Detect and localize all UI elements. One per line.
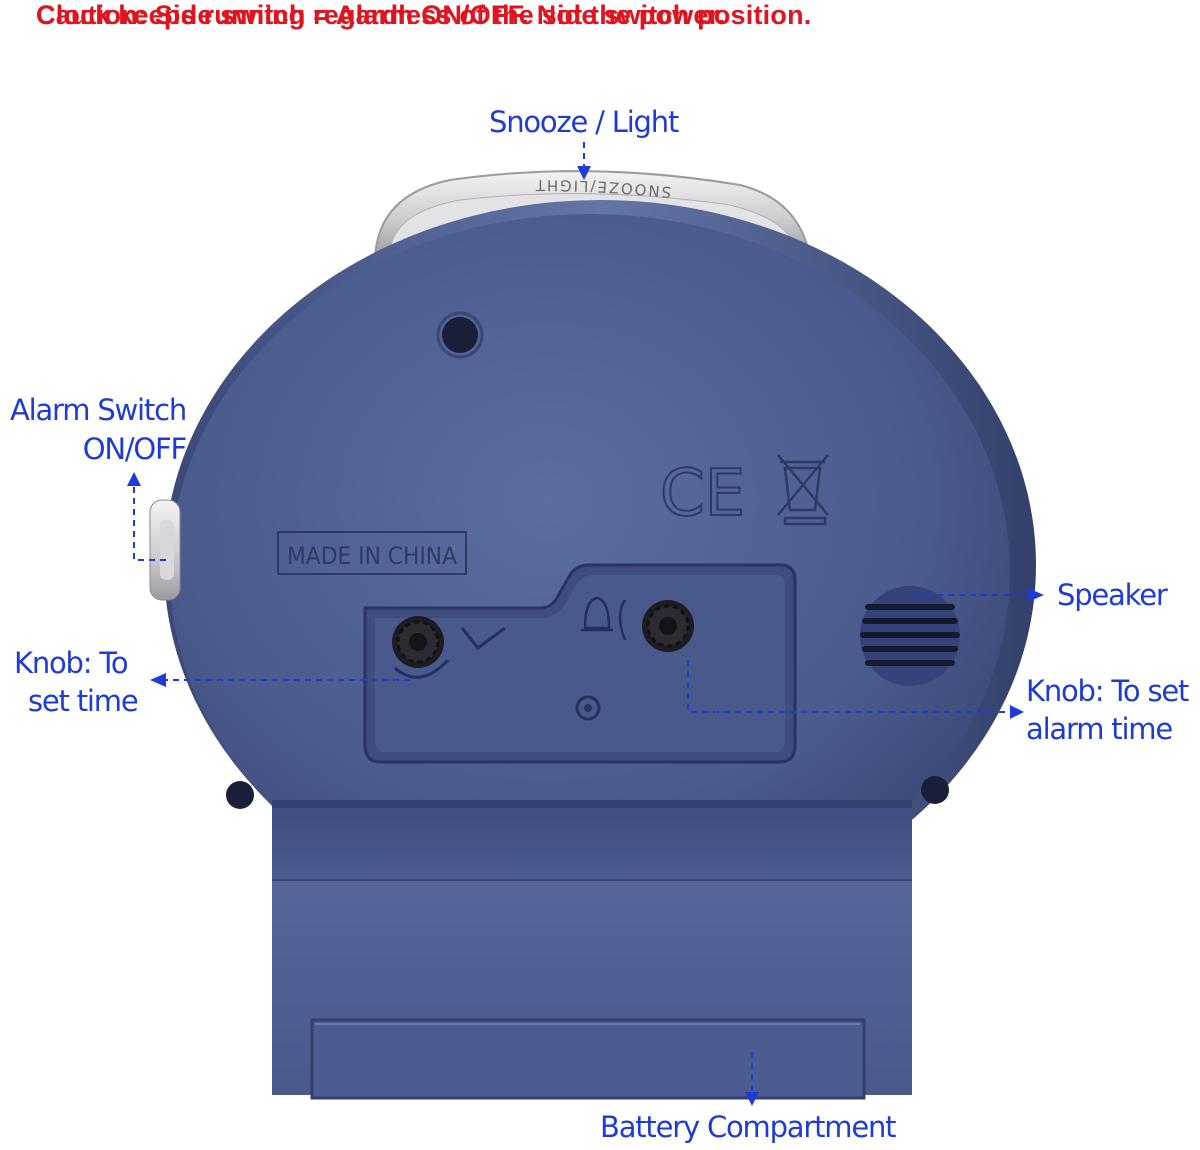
knob-time-arrowhead xyxy=(150,673,166,687)
ce-mark: CE xyxy=(659,456,746,532)
speaker-label: Speaker xyxy=(1057,578,1168,612)
knob-time-label-line1: Knob: To xyxy=(14,646,129,680)
bell-icon xyxy=(581,596,627,641)
screw-hole-right xyxy=(921,776,949,804)
knob-alarm-arrow xyxy=(687,660,1010,713)
snooze-light-label: Snooze / Light xyxy=(489,105,679,139)
alarm-switch-label-line1: Alarm Switch xyxy=(9,393,187,427)
reset-hole xyxy=(575,695,601,721)
speaker-grille xyxy=(860,586,960,686)
alarm-switch xyxy=(149,499,181,601)
battery-compartment-cover xyxy=(310,1018,866,1100)
screw-hole-left xyxy=(226,781,254,809)
snooze-arrowhead xyxy=(577,166,591,180)
knob-alarm-arrowhead xyxy=(1010,705,1024,719)
caution-line-2: Clock keeps running regardless of the si… xyxy=(36,0,812,30)
knob-alarm-label-line1: Knob: To set xyxy=(1026,674,1189,708)
alarm-set-knob xyxy=(642,600,694,652)
caution-line-1: Caution: Side switch = Alarm ON/OFF. Not… xyxy=(36,0,726,30)
alarm-switch-arrowhead xyxy=(127,472,141,486)
time-set-knob xyxy=(392,616,506,679)
knob-alarm-label-line2: alarm time xyxy=(1026,712,1173,746)
knob-time-label-line2: set time xyxy=(28,684,139,718)
made-in-china-stamp: MADE IN CHINA xyxy=(277,531,467,575)
battery-compartment-label: Battery Compartment xyxy=(600,1110,897,1144)
speaker-arrowhead xyxy=(1028,588,1044,602)
battery-arrowhead xyxy=(745,1092,759,1106)
svg-text:MADE IN CHINA: MADE IN CHINA xyxy=(287,542,458,570)
weee-bin-icon xyxy=(777,454,829,526)
screw-hole-top xyxy=(442,317,478,353)
alarm-switch-label-line2: ON/OFF xyxy=(82,432,187,466)
svg-text:CE: CE xyxy=(660,457,745,531)
